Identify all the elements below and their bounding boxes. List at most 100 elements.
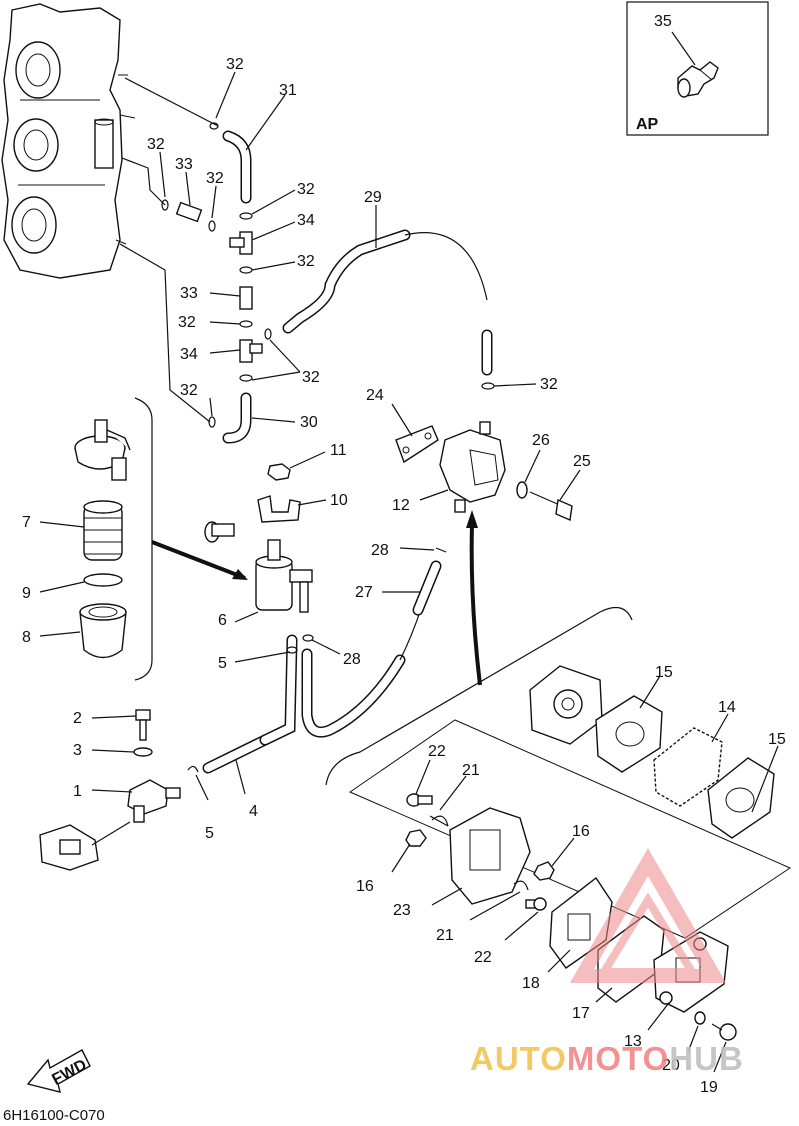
cover-upper xyxy=(529,665,603,745)
screw-22-upper xyxy=(406,793,433,807)
fuel-filter-6 xyxy=(255,539,313,613)
callout-15a: 15 xyxy=(655,664,673,681)
callout-13: 13 xyxy=(624,1033,642,1050)
callout-32d: 32 xyxy=(297,181,315,198)
hose-30 xyxy=(222,392,252,444)
screw-19 xyxy=(711,1023,737,1041)
exploded-frame xyxy=(348,719,792,939)
callout-21b: 21 xyxy=(436,927,454,944)
callout-11: 11 xyxy=(330,442,347,459)
o-ring-9 xyxy=(83,573,123,587)
fuel-pump-12 xyxy=(439,421,506,513)
tee-34-lower xyxy=(239,339,263,363)
hose-4 xyxy=(202,634,298,774)
callout-6: 6 xyxy=(218,612,227,629)
callout-7: 7 xyxy=(22,514,31,531)
callout-32a: 32 xyxy=(226,56,244,73)
hose-31 xyxy=(222,130,252,204)
callout-22a: 22 xyxy=(428,743,446,760)
joint-1 xyxy=(127,779,181,823)
callout-32g: 32 xyxy=(302,369,320,386)
callout-12: 12 xyxy=(392,497,410,514)
screw-22-lower xyxy=(525,897,547,911)
callout-33b: 33 xyxy=(180,285,198,302)
callout-32h: 32 xyxy=(180,382,198,399)
callout-14: 14 xyxy=(718,699,736,716)
bolt-10 xyxy=(204,521,235,543)
callout-5b: 5 xyxy=(205,825,214,842)
callout-35: 35 xyxy=(654,13,672,30)
watermark-logo xyxy=(569,848,727,983)
callout-28b: 28 xyxy=(343,651,361,668)
clip-28-upper xyxy=(435,547,447,553)
hose-connect xyxy=(301,648,406,738)
inset-box: AP 35 xyxy=(626,1,769,136)
callout-19: 19 xyxy=(700,1079,718,1096)
engine-block xyxy=(1,3,136,279)
hose-33-vertical xyxy=(239,286,253,310)
callout-32c: 32 xyxy=(206,170,224,187)
callout-1: 1 xyxy=(73,783,82,800)
callout-32f: 32 xyxy=(178,314,196,331)
callout-22b: 22 xyxy=(474,949,492,966)
washer-26 xyxy=(516,481,528,499)
inset-label: AP xyxy=(636,116,659,133)
callout-32b: 32 xyxy=(147,136,165,153)
callout-16a: 16 xyxy=(356,878,374,895)
callout-20: 20 xyxy=(662,1057,680,1074)
watermark-part2: MOTO xyxy=(566,1040,670,1077)
callout-16b: 16 xyxy=(572,823,590,840)
watermark-part1: AUTO xyxy=(470,1040,567,1077)
connector-lower xyxy=(39,821,131,871)
callout-21a: 21 xyxy=(462,762,480,779)
nut-11 xyxy=(267,463,291,481)
callout-28a: 28 xyxy=(371,542,389,559)
hose-27 xyxy=(399,560,442,661)
fitting-35-icon xyxy=(677,61,719,98)
nut-16-right xyxy=(533,861,555,881)
callout-5a: 5 xyxy=(218,655,227,672)
callout-10: 10 xyxy=(330,492,348,509)
filter-cup-8 xyxy=(79,603,127,659)
callout-17: 17 xyxy=(572,1005,590,1022)
callout-9: 9 xyxy=(22,585,31,602)
callout-34b: 34 xyxy=(180,346,198,363)
clip-21-upper xyxy=(431,815,449,827)
clip-5-lower xyxy=(187,765,199,773)
bolt-2 xyxy=(135,709,151,741)
diagram-code: 6H16100-C070 xyxy=(3,1107,105,1124)
bracket-10 xyxy=(257,495,301,523)
callout-26: 26 xyxy=(532,432,550,449)
callout-27: 27 xyxy=(355,584,373,601)
gasket-15-lower xyxy=(707,757,775,839)
callout-32i: 32 xyxy=(540,376,558,393)
callout-24: 24 xyxy=(366,387,384,404)
washer-20 xyxy=(694,1011,706,1025)
watermark-part3: HUB xyxy=(669,1040,744,1077)
callout-32e: 32 xyxy=(297,253,315,270)
callout-33a: 33 xyxy=(175,156,193,173)
clips-32 xyxy=(161,122,495,428)
callout-15b: 15 xyxy=(768,731,786,748)
nut-16-left xyxy=(405,829,427,847)
diaphragm-14 xyxy=(653,727,723,807)
watermark-text: AUTOMOTOHUB xyxy=(470,1040,744,1078)
callout-18: 18 xyxy=(522,975,540,992)
bolt-25 xyxy=(529,491,573,522)
gasket-15-upper xyxy=(595,695,663,773)
gasket-24 xyxy=(395,425,439,464)
callout-30: 30 xyxy=(300,414,318,431)
washer-3 xyxy=(133,747,153,757)
callout-4: 4 xyxy=(249,803,258,820)
callout-31: 31 xyxy=(279,82,297,99)
clip-21-lower xyxy=(513,880,529,891)
fwd-arrow-icon: FWD xyxy=(26,1049,91,1093)
filter-housing-top xyxy=(74,419,131,481)
callout-2: 2 xyxy=(73,710,82,727)
callout-25: 25 xyxy=(573,453,591,470)
callout-34a: 34 xyxy=(297,212,315,229)
hose-29 xyxy=(282,229,493,376)
leader-lines xyxy=(159,71,537,423)
hose-33-small xyxy=(175,201,203,223)
